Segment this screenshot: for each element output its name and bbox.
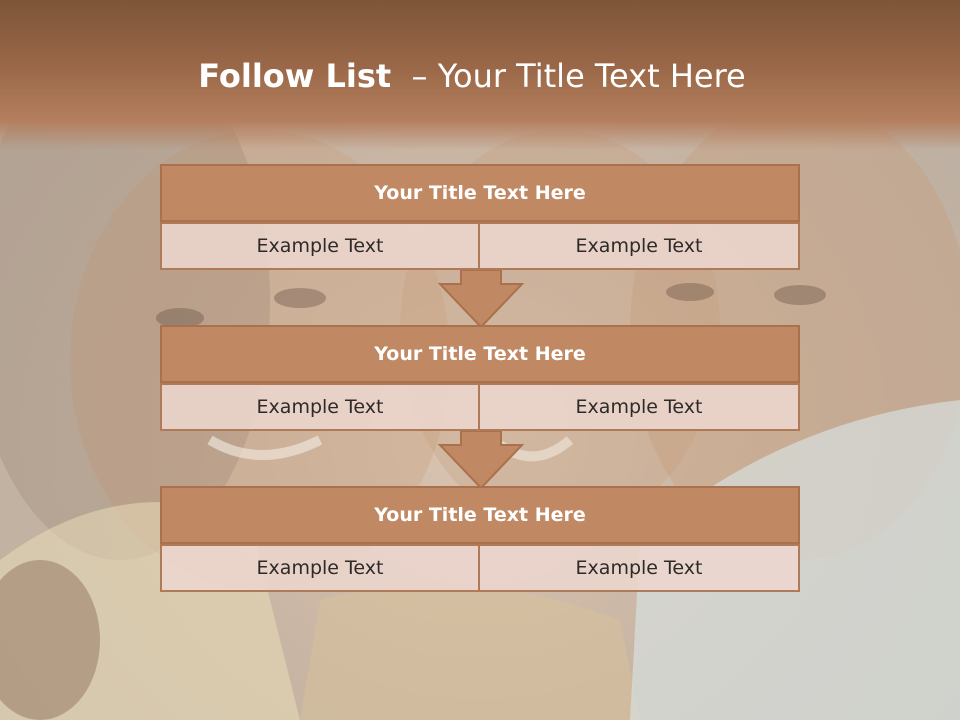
header-band <box>0 0 960 150</box>
slide-title-rest: – Your Title Text Here <box>391 57 746 95</box>
down-arrow-icon <box>438 431 524 489</box>
block-cell-left: Example Text <box>160 222 480 270</box>
block-cell-right: Example Text <box>480 383 800 431</box>
down-arrow-icon <box>438 270 524 328</box>
block-cell-right: Example Text <box>480 544 800 592</box>
block-cell-left: Example Text <box>160 544 480 592</box>
slide-title-bold: Follow List <box>198 57 392 95</box>
block-cell-right: Example Text <box>480 222 800 270</box>
block-title: Your Title Text Here <box>160 325 800 383</box>
block-title: Your Title Text Here <box>160 486 800 544</box>
slide-title: Follow List – Your Title Text Here <box>0 56 944 96</box>
block-title: Your Title Text Here <box>160 164 800 222</box>
block-cell-left: Example Text <box>160 383 480 431</box>
